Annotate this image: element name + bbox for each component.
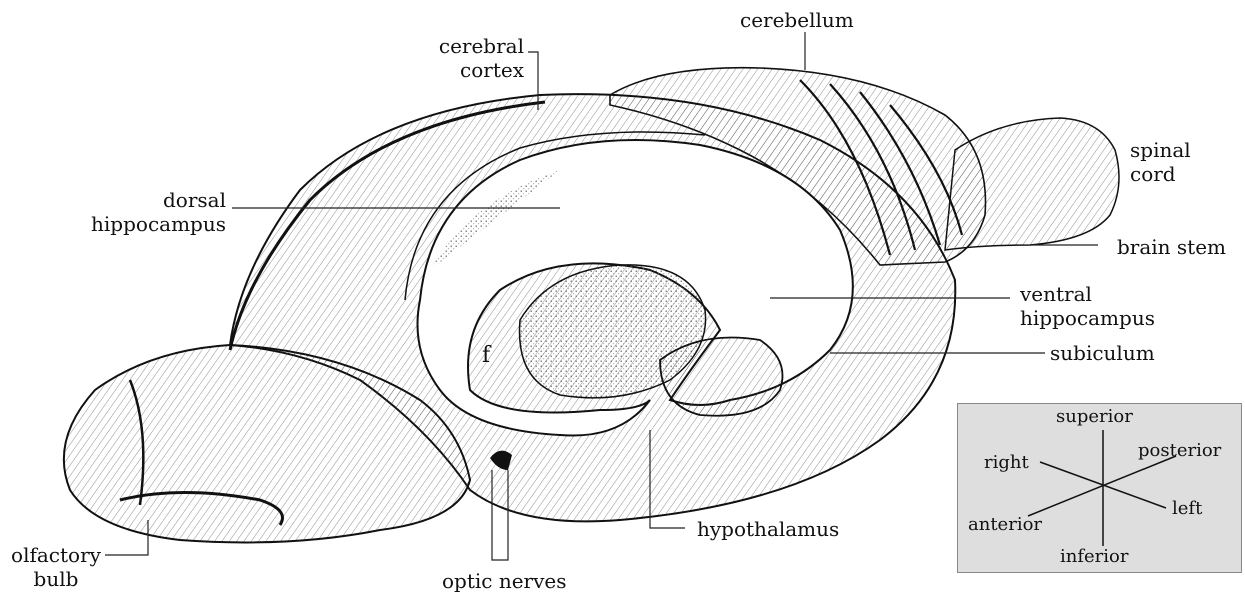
label-dorsal-hippocampus-line1: dorsal — [60, 188, 226, 212]
label-spinal-cord: spinal cord — [1130, 138, 1191, 186]
axis-left: left — [1172, 498, 1202, 519]
label-spinal-cord-line1: spinal — [1130, 138, 1191, 162]
axis-right: right — [984, 452, 1029, 473]
label-cerebral-cortex-line1: cerebral — [412, 34, 524, 58]
label-brain-stem: brain stem — [1117, 235, 1226, 259]
axis-inferior: inferior — [1060, 546, 1128, 567]
label-cerebral-cortex: cerebral cortex — [412, 34, 524, 82]
label-subiculum: subiculum — [1050, 341, 1155, 365]
axis-superior: superior — [1056, 406, 1133, 427]
label-cerebellum: cerebellum — [740, 8, 854, 32]
label-fornix: f — [482, 344, 490, 368]
label-spinal-cord-line2: cord — [1130, 162, 1191, 186]
label-olfactory-bulb-line2: bulb — [8, 567, 104, 591]
label-ventral-hippocampus-line1: ventral — [1020, 282, 1155, 306]
label-olfactory-bulb-line1: olfactory — [8, 543, 104, 567]
label-olfactory-bulb: olfactory bulb — [8, 543, 104, 591]
axis-anterior: anterior — [968, 514, 1042, 535]
label-cerebral-cortex-line2: cortex — [412, 58, 524, 82]
axis-posterior: posterior — [1138, 440, 1221, 461]
label-ventral-hippocampus: ventral hippocampus — [1020, 282, 1155, 330]
label-dorsal-hippocampus-line2: hippocampus — [60, 212, 226, 236]
label-hypothalamus: hypothalamus — [697, 517, 839, 541]
ventral-lobe-shape — [660, 338, 783, 416]
orientation-legend: superior posterior right left anterior i… — [957, 403, 1242, 573]
label-ventral-hippocampus-line2: hippocampus — [1020, 306, 1155, 330]
label-dorsal-hippocampus: dorsal hippocampus — [60, 188, 226, 236]
label-optic-nerves: optic nerves — [442, 569, 567, 593]
